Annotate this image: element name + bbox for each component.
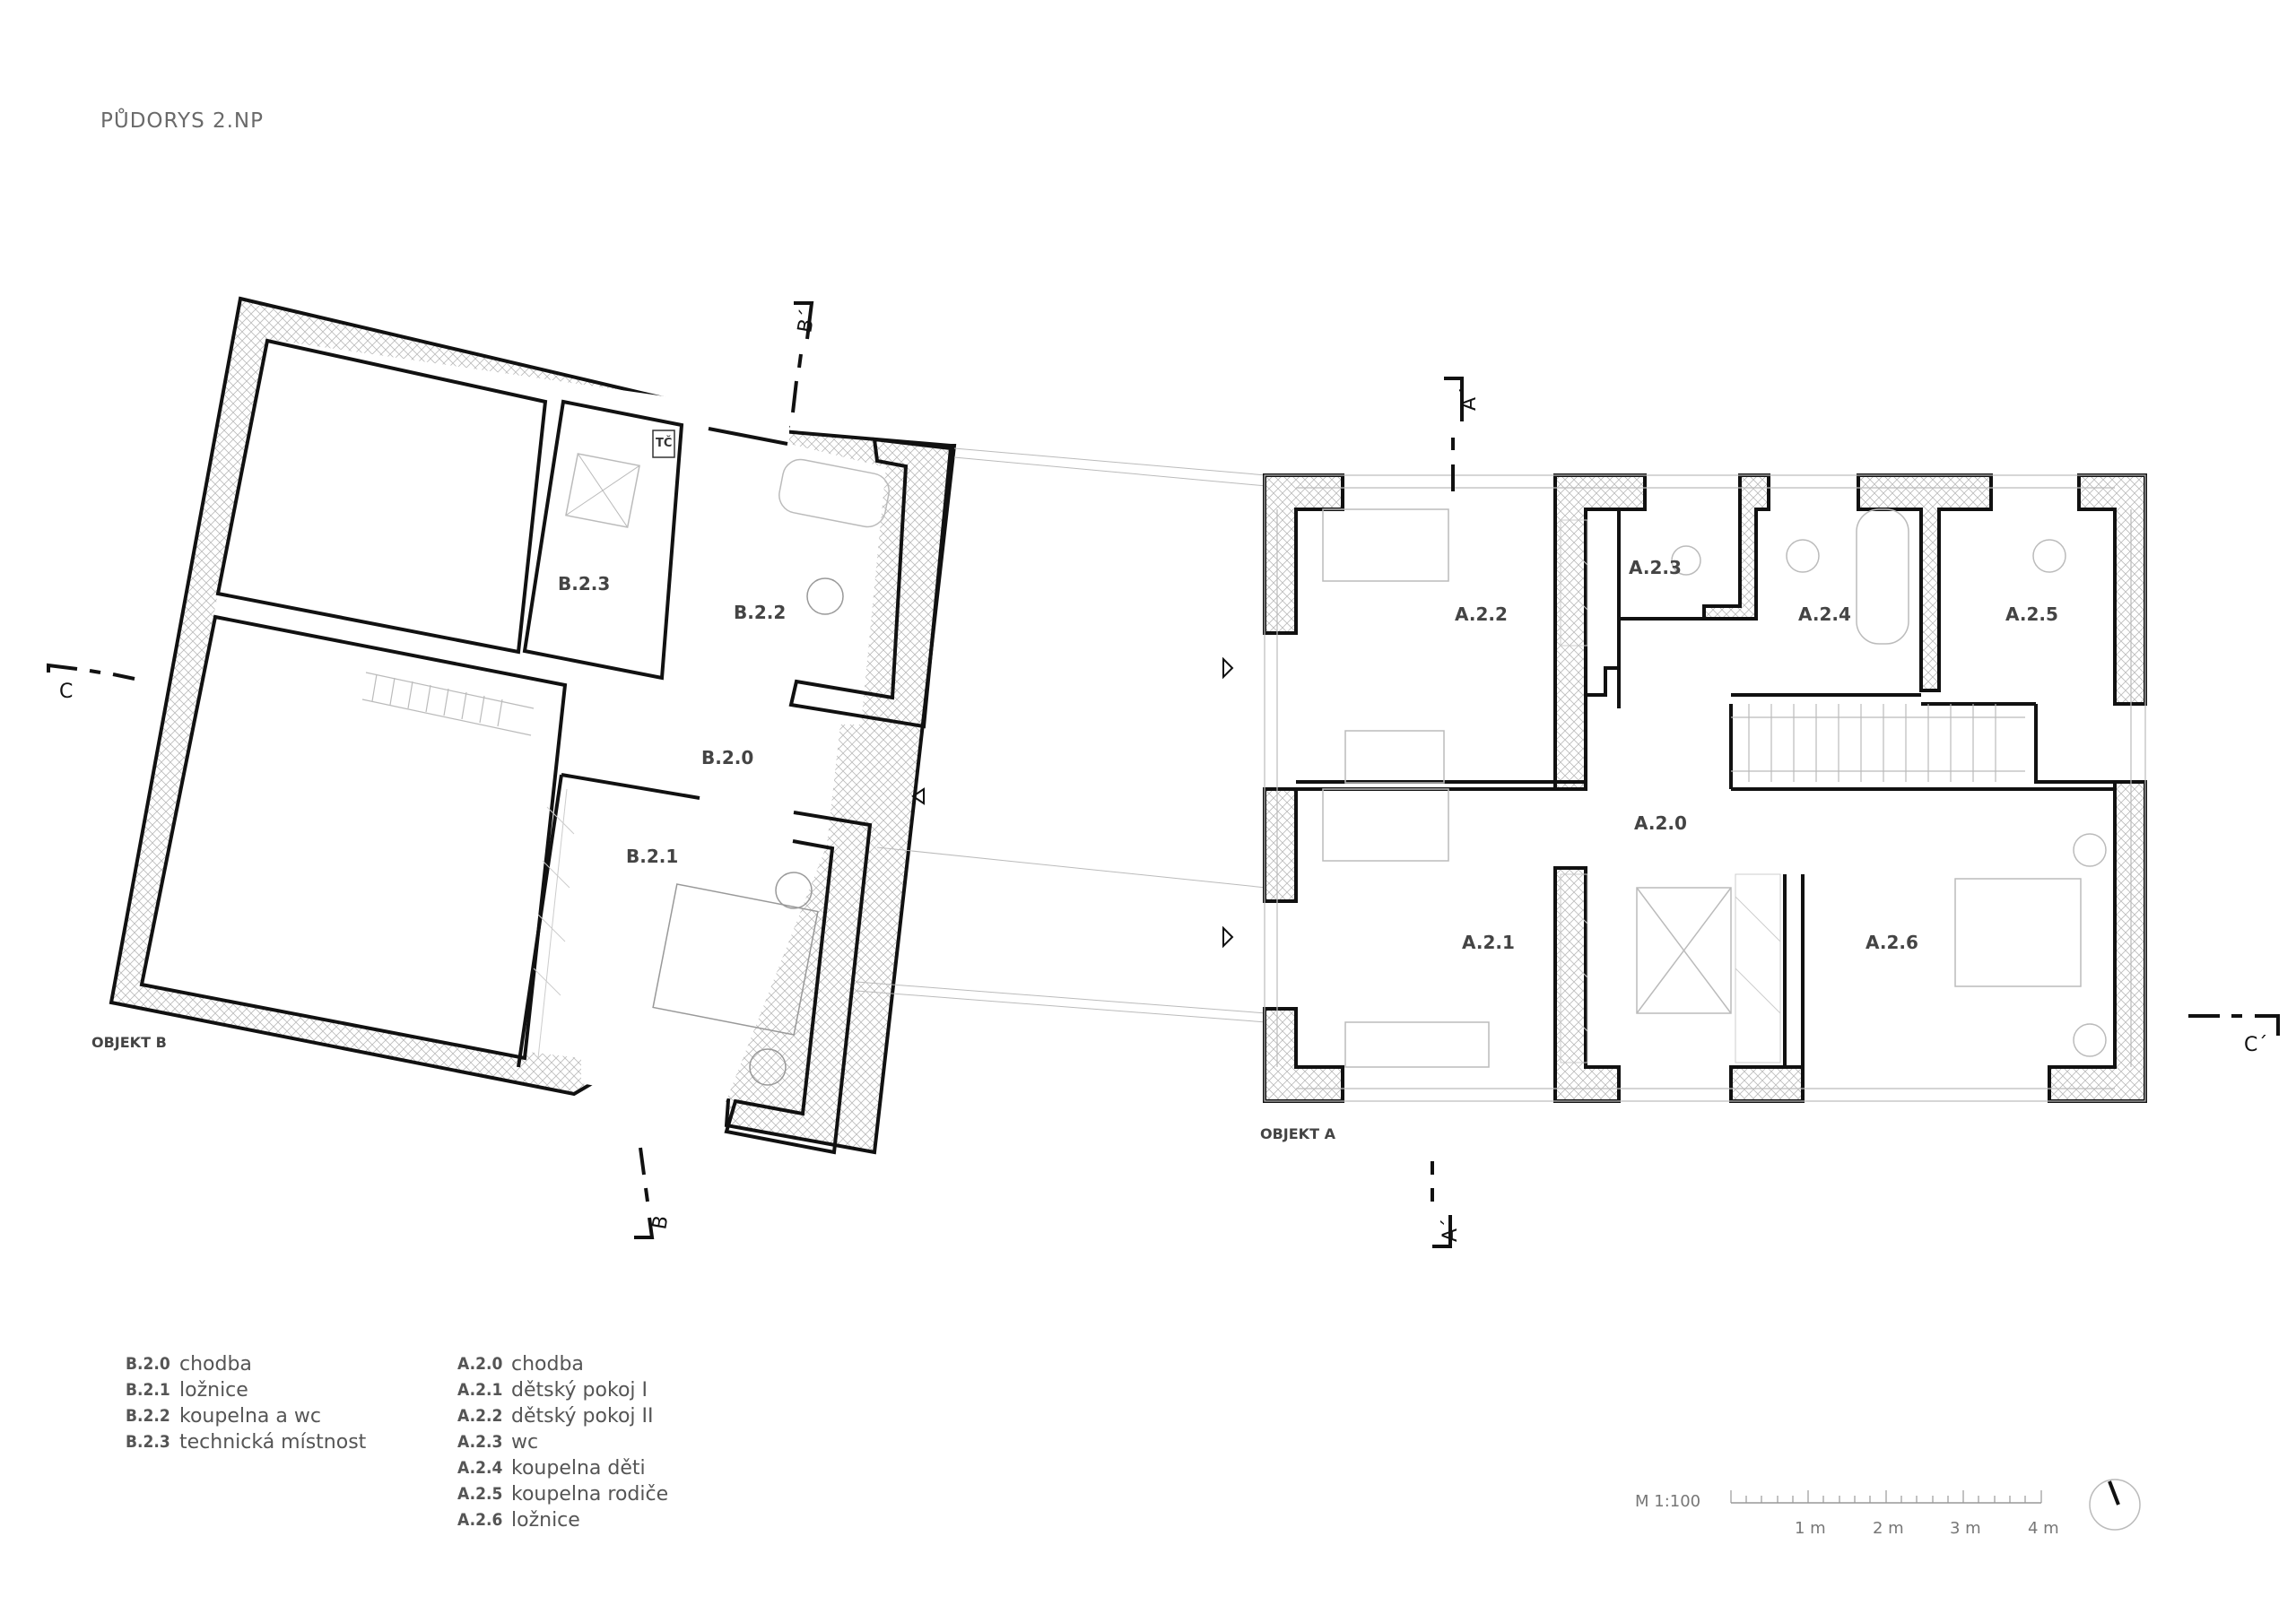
room-label-a21: A.2.1: [1462, 932, 1515, 953]
object-b-void-upper: [215, 338, 548, 655]
scale-tick-3: 3 m: [1950, 1519, 1981, 1538]
bridge-lines: [856, 447, 1267, 1023]
object-a-plan: [1222, 473, 2147, 1103]
section-label-b-top: B´: [794, 308, 820, 334]
room-label-b20: B.2.0: [701, 747, 753, 768]
object-b-caption: OBJEKT B: [91, 1034, 167, 1051]
section-label-b-bottom: B: [648, 1214, 673, 1231]
room-labels: B.2.3 B.2.2 B.2.0 B.2.1 A.2.2 A.2.3 A.2.…: [558, 436, 2058, 953]
object-a-stairs: [1731, 704, 2025, 782]
room-label-a22: A.2.2: [1455, 603, 1508, 625]
room-label-a25: A.2.5: [2005, 603, 2058, 625]
object-a-caption: OBJEKT A: [1260, 1125, 1336, 1142]
object-b-void-lower: [139, 614, 568, 1061]
object-a-furniture: [1322, 508, 2107, 1068]
room-label-a23: A.2.3: [1629, 557, 1682, 578]
object-b-wardrobe: [533, 788, 575, 1059]
object-b-plan: [109, 296, 1267, 1155]
room-label-a20: A.2.0: [1634, 812, 1687, 834]
heat-pump-label: TČ: [656, 436, 672, 450]
room-label-b23: B.2.3: [558, 573, 610, 595]
section-label-a-top: A´: [1458, 387, 1481, 411]
room-b23-walls: [522, 399, 684, 681]
section-label-a-bottom: A´: [1439, 1219, 1462, 1242]
room-label-a24: A.2.4: [1798, 603, 1851, 625]
section-labels: B´ B A´ A´ C C´: [59, 308, 2267, 1242]
section-marks: [47, 301, 2280, 1248]
room-label-b22: B.2.2: [734, 602, 786, 623]
north-arrow-icon: [2089, 1479, 2141, 1531]
room-label-b21: B.2.1: [626, 846, 678, 867]
room-label-a26: A.2.6: [1866, 932, 1918, 953]
scale-tick-2: 2 m: [1873, 1519, 1904, 1538]
section-label-c-left: C: [59, 681, 73, 703]
section-label-c-right: C´: [2244, 1034, 2267, 1056]
scale-label: M 1:100: [1635, 1492, 1700, 1511]
scale-bar: M 1:100 1 m 2 m 3 m 4 m: [1635, 1490, 2059, 1538]
object-b-stairs: [361, 672, 535, 736]
page-title: PŮDORYS 2.NP: [100, 109, 265, 133]
scale-tick-4: 4 m: [2028, 1519, 2059, 1538]
scale-tick-1: 1 m: [1795, 1519, 1826, 1538]
